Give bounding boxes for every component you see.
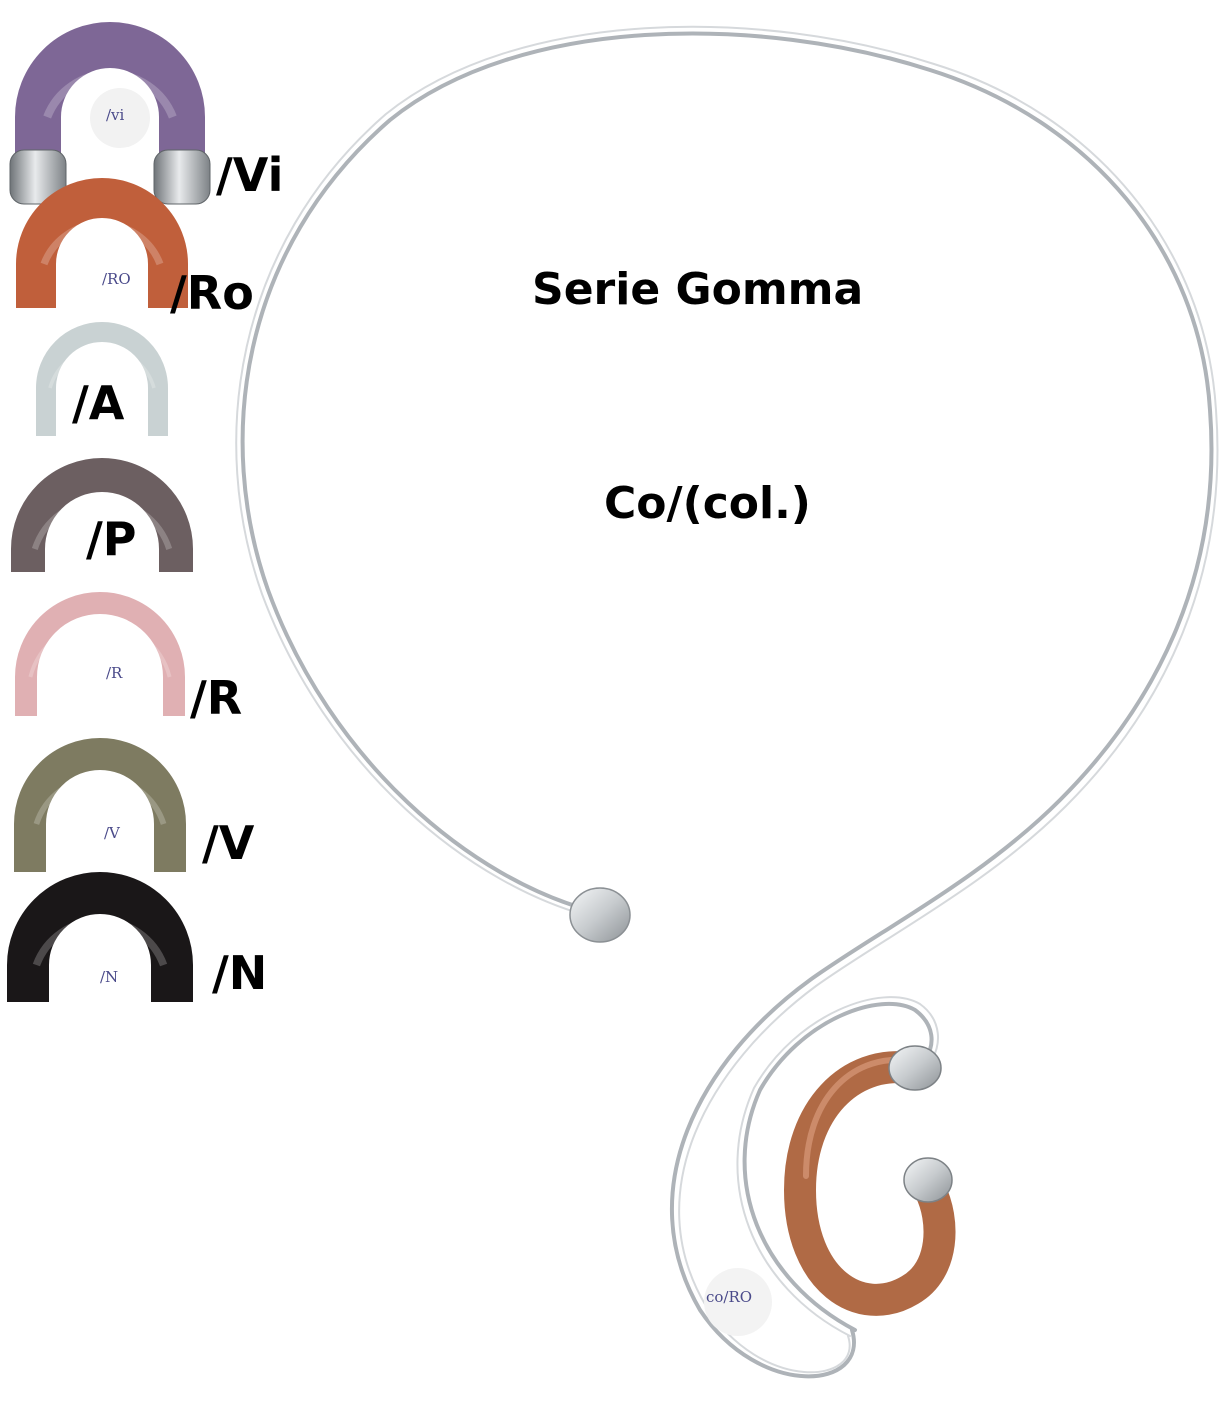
swatch-r [14,592,185,716]
swatch-ro [15,178,188,308]
swatch-highlight-ro [40,220,164,266]
swatch-label-r: /R [190,671,243,725]
swatch-sticker-vi [90,88,150,148]
swatch-tag-ro: /RO [102,270,131,288]
swatch-highlight-n [32,916,168,967]
swatch-highlight-v [33,774,167,825]
swatch-tag-r: /R [106,664,123,682]
swatch-highlight-r [28,620,172,678]
swatch-label-a: /A [72,376,125,430]
swatch-label-v: /V [202,816,255,870]
swatch-p [10,458,193,572]
swatch-tag-n: /N [100,968,119,986]
swatch-label-n: /N [212,946,268,1000]
swatch-vi [14,22,205,200]
series-title: Serie Gomma [532,264,864,315]
swatch-tag-vi: /vi [106,106,125,124]
collar-wire [235,25,1219,1379]
pendant-bead-top [888,1045,942,1091]
collar-end-bead [569,887,631,943]
product-tag-sticker [704,1268,772,1336]
swatch-highlight-a [48,346,156,389]
swatch-a [36,322,168,436]
swatch-end-cap-right [153,149,211,205]
swatch-highlight-vi [43,69,177,119]
swatch-v [13,738,186,872]
swatch-label-p: /P [86,512,137,566]
product-tag: co/RO [706,1288,753,1306]
swatch-end-cap-left [9,149,67,205]
color-swatch-list [6,22,211,1002]
swatch-tag-v: /V [104,824,120,842]
pendant-bead-bottom [903,1157,953,1203]
pendant-rubber-tube [783,1051,956,1316]
swatch-highlight-p [31,496,173,550]
swatch-n [6,872,193,1002]
swatch-label-ro: /Ro [170,266,254,320]
model-code: Co/(col.) [604,478,811,529]
swatch-label-vi: /Vi [216,148,284,202]
